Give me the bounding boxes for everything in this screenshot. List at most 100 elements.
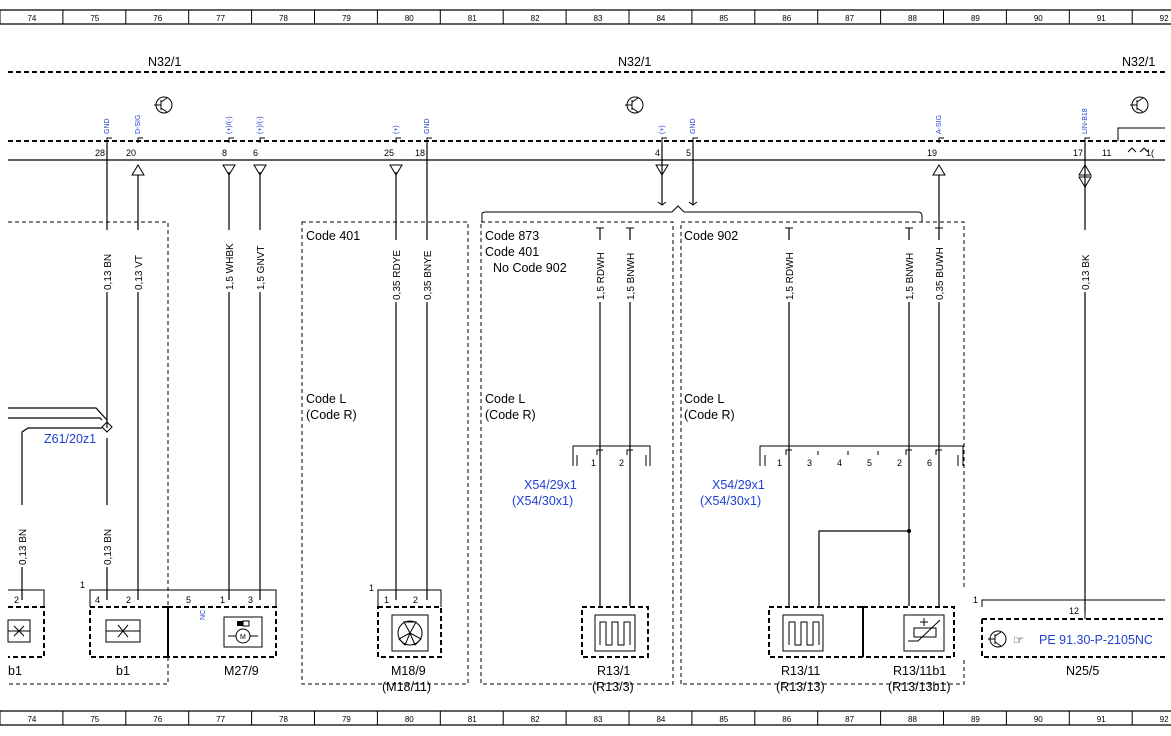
- ruler-bottom-column-label: 90: [1034, 715, 1043, 724]
- ruler-bottom-column-label: 83: [594, 715, 603, 724]
- component-b1-left: 2 b1: [7, 589, 45, 678]
- connector-link[interactable]: X54/29x1: [524, 478, 577, 492]
- code-label: Code L: [306, 392, 346, 406]
- splice-node-icon[interactable]: [101, 421, 113, 433]
- wire-label: 0,13 BN: [103, 254, 114, 290]
- jumper-wire: [818, 530, 909, 606]
- connector-pin-number: 28: [95, 148, 105, 158]
- component-label: R13/11b1: [893, 664, 946, 678]
- component-label: M18/9: [391, 664, 426, 678]
- junction-dot: [907, 529, 911, 533]
- ruler-top-column-label: 75: [90, 14, 99, 23]
- code-label: Code 902: [684, 229, 738, 243]
- component-label: (R13/13): [776, 680, 825, 694]
- controller-label-mid: N32/1: [618, 55, 651, 69]
- ruler-bottom-column-label: 82: [531, 715, 540, 724]
- wire-label: 0,13 BK: [1081, 254, 1092, 290]
- code-label: No Code 902: [493, 261, 567, 275]
- pointing-hand-icon: ☞: [1013, 633, 1024, 647]
- wire-label: 1,5 RDWH: [785, 252, 796, 300]
- wire-label: 1,5 BNWH: [905, 253, 916, 300]
- connector-pin-label: 1: [777, 458, 782, 468]
- reference-link[interactable]: PE 91.30-P-2105NC: [1039, 633, 1153, 647]
- option-branch-bracket: [481, 205, 923, 222]
- bidirectional-arrow-icon: [1078, 164, 1092, 188]
- pin-label: 1: [220, 595, 225, 605]
- ruler-top-column-label: 79: [342, 14, 351, 23]
- wire-label: 1,5 WHBK: [225, 243, 236, 290]
- component-label: R13/1: [597, 664, 630, 678]
- ruler-top-column-label: 84: [656, 14, 665, 23]
- pin-signal-label: (+)/(-): [226, 116, 233, 134]
- connector-link[interactable]: (X54/30x1): [700, 494, 761, 508]
- arrow-down-icon: [389, 164, 403, 176]
- heater-icon: [788, 621, 820, 646]
- pin-label: 5: [186, 595, 191, 605]
- sensor-icon: [908, 619, 941, 642]
- pin-label: 1: [369, 583, 374, 593]
- pin-label: 1: [80, 580, 85, 590]
- connector-x54-right: 1 3 4 5 2 6: [759, 445, 964, 468]
- pin-contact-icon: [1084, 137, 1090, 143]
- pin-label: 2: [14, 595, 19, 605]
- pin-contact-icon: [661, 137, 667, 143]
- ruler-bottom-column-label: 80: [405, 715, 414, 724]
- pin-contact-icon: [228, 137, 234, 143]
- connector-link[interactable]: (X54/30x1): [512, 494, 573, 508]
- ruler-top-column-label: 80: [405, 14, 414, 23]
- code-label: (Code R): [306, 408, 357, 422]
- component-m27: M 5 1 3 NC M27/9: [167, 589, 277, 678]
- code-label: (Code R): [684, 408, 735, 422]
- controller-label-left: N32/1: [148, 55, 181, 69]
- transistor-icon: [625, 96, 644, 114]
- component-label: b1: [116, 664, 130, 678]
- pin-signal-label: GND: [690, 118, 697, 134]
- connector-pin-label: 3: [807, 458, 812, 468]
- ruler-top-column-label: 91: [1097, 14, 1106, 23]
- pin-contact-icon: [137, 137, 143, 143]
- pin-contact-icon: [259, 137, 265, 143]
- pin-label: 2: [126, 595, 131, 605]
- connector-pin-label: 2: [619, 458, 624, 468]
- ruler-bottom-column-label: 89: [971, 715, 980, 724]
- code-label: (Code R): [485, 408, 536, 422]
- ruler-top-column-label: 74: [27, 14, 36, 23]
- heater-icon: [599, 621, 631, 646]
- ruler-bottom-column-label: 85: [719, 715, 728, 724]
- pin-signal-label: GND: [104, 118, 111, 134]
- pin-label: 1: [384, 595, 389, 605]
- ruler-top-column-label: 83: [594, 14, 603, 23]
- component-m18: 1 1 2 M18/9 (M18/11): [369, 583, 442, 694]
- connector-pin-number: 5: [686, 148, 691, 158]
- transistor-icon: [988, 630, 1007, 648]
- pin-label: 2: [413, 595, 418, 605]
- connector-link[interactable]: X54/29x1: [712, 478, 765, 492]
- connector-pin-label: 1: [591, 458, 596, 468]
- pin-contact-icon: [106, 137, 112, 143]
- component-label: R13/11: [781, 664, 820, 678]
- ruler-top-column-label: 82: [531, 14, 540, 23]
- transistor-icon: [1130, 96, 1149, 114]
- arrow-down-icon: [253, 164, 267, 176]
- wire-label: 1,5 BNWH: [626, 253, 637, 300]
- connector-bracket: [1117, 127, 1165, 141]
- connector-pin-label: 4: [837, 458, 842, 468]
- nc-label: NC: [200, 610, 207, 620]
- component-label: (R13/3): [592, 680, 634, 694]
- connector-x54-left: 1 2: [572, 445, 651, 468]
- ruler-bottom-column-label: 86: [782, 715, 791, 724]
- wire-label: 0,35 BNYE: [423, 250, 434, 300]
- component-label: b1: [8, 664, 22, 678]
- pin-signal-label: A-SIG: [936, 115, 943, 134]
- splice-link[interactable]: Z61/20z1: [44, 432, 96, 446]
- ruler-top-column-label: 85: [719, 14, 728, 23]
- ruler-bottom-column-label: 79: [342, 715, 351, 724]
- arrow-down-icon: [655, 164, 669, 176]
- wire-label: 1,5 GNVT: [256, 246, 267, 290]
- ruler-bottom-column-label: 92: [1160, 715, 1169, 724]
- component-r13-1: R13/1 (R13/3): [581, 606, 649, 694]
- pin-contact-icon: [692, 137, 698, 143]
- component-label: (R13/13b1): [888, 680, 951, 694]
- code-region-902: [680, 221, 965, 685]
